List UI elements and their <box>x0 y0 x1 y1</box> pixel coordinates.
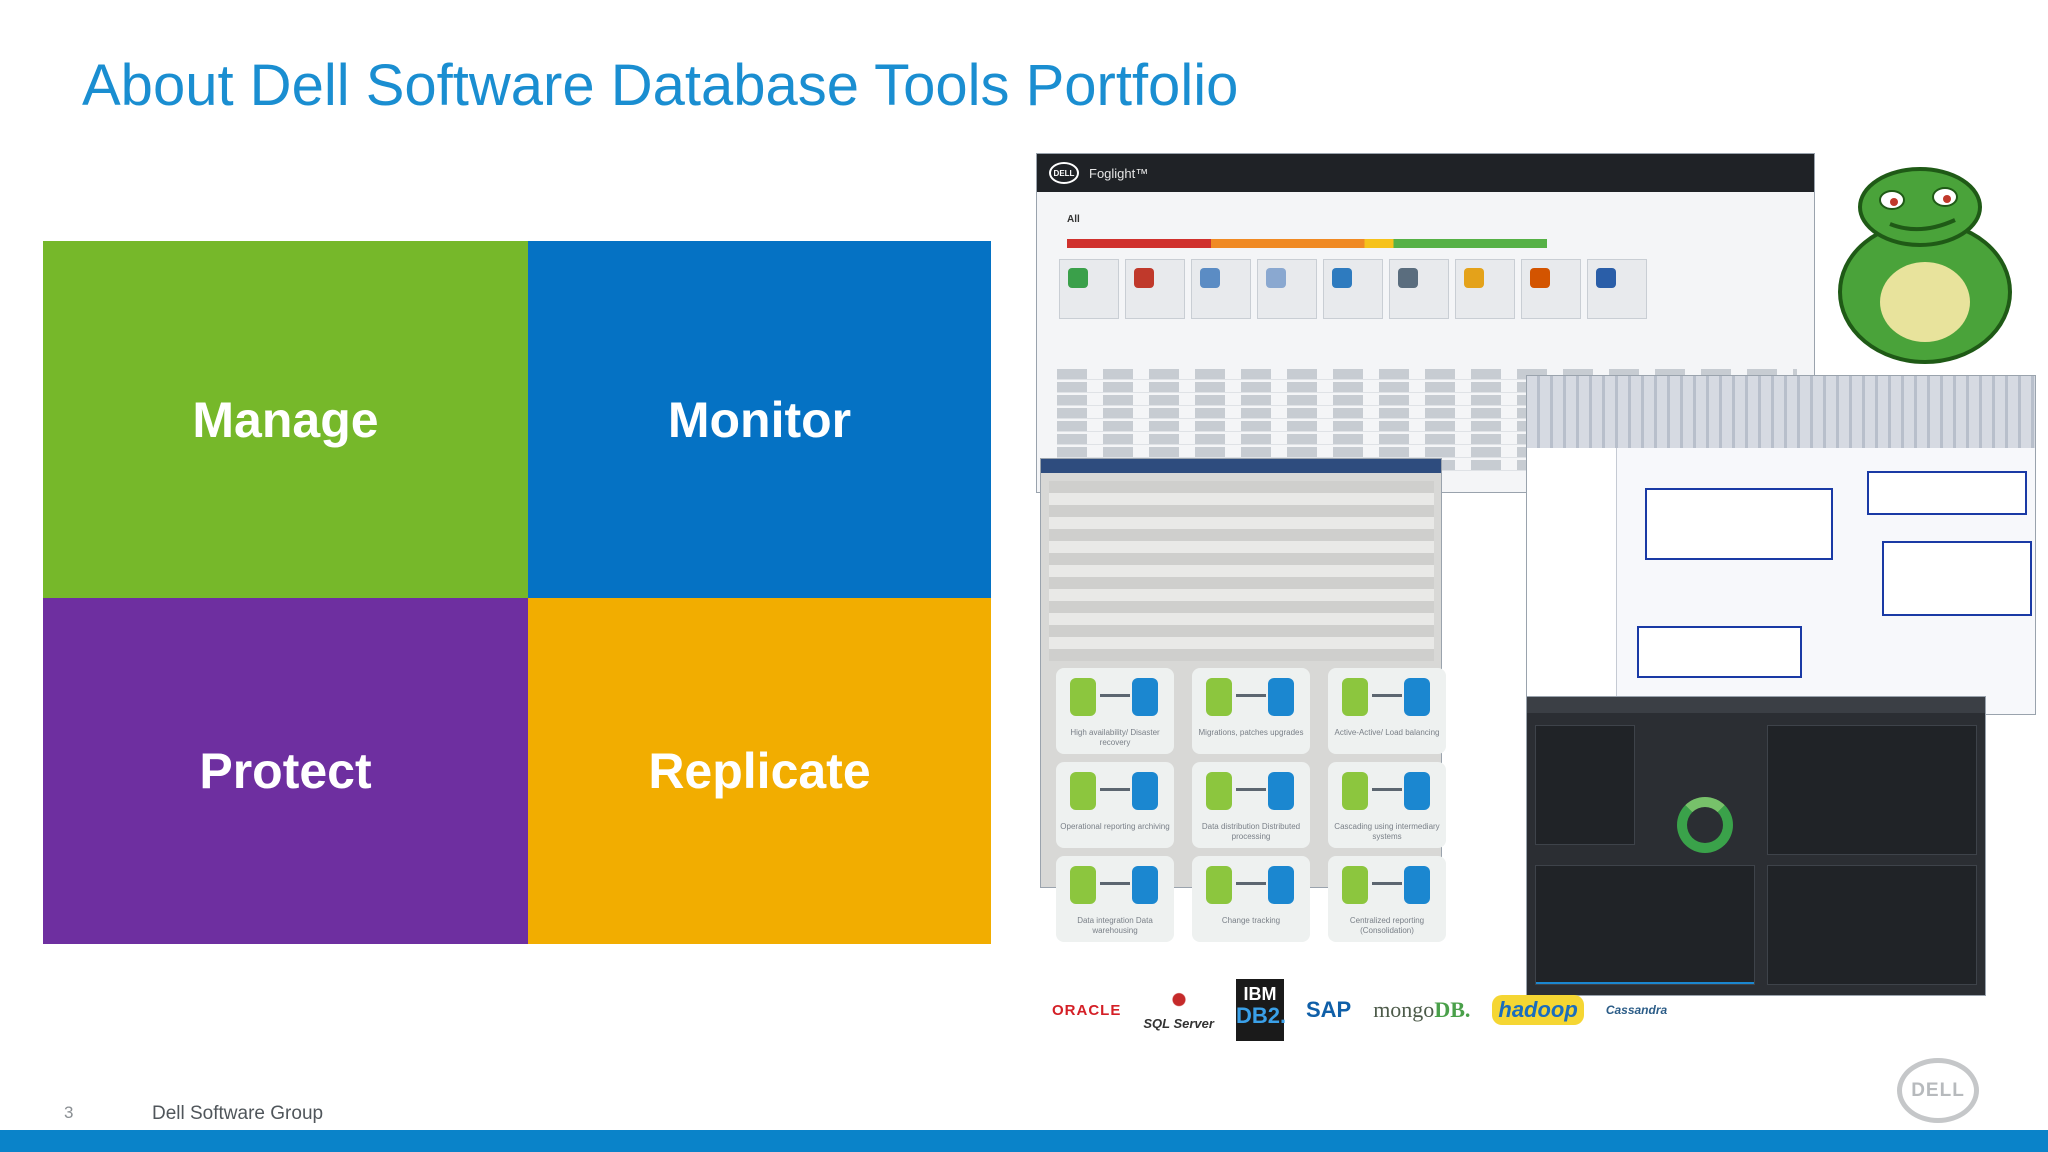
use-case-tile: Data distribution Distributed processing <box>1192 762 1310 848</box>
quadrant-monitor: Monitor <box>528 241 991 598</box>
quadrant-protect: Protect <box>43 598 528 944</box>
oracle-logo: ORACLE <box>1052 1001 1122 1019</box>
use-case-tile: High availability/ Disaster recovery <box>1056 668 1174 754</box>
sql-server-logo: SQL Server <box>1143 989 1214 1031</box>
dashboard-chart-panel <box>1767 865 1977 985</box>
toad-mascot-image <box>1820 152 2030 367</box>
use-case-label: Centralized reporting (Consolidation) <box>1349 916 1425 935</box>
foglight-tile <box>1191 259 1251 319</box>
window-titlebar <box>1041 459 1441 473</box>
use-case-tile: Migrations, patches upgrades <box>1192 668 1310 754</box>
dashboard-chart-panel <box>1535 865 1755 985</box>
table-row <box>1057 434 1797 445</box>
sql-server-logo-text: SQL Server <box>1143 1015 1214 1031</box>
foglight-titlebar: DELL Foglight™ <box>1037 154 1814 192</box>
use-case-label: Change tracking <box>1221 916 1281 925</box>
foglight-tile <box>1059 259 1119 319</box>
sql-server-icon <box>1168 989 1189 1014</box>
slide-title: About Dell Software Database Tools Portf… <box>82 53 1239 118</box>
table-row <box>1057 447 1797 458</box>
use-case-label: Data integration Data warehousing <box>1077 916 1153 935</box>
page-number: 3 <box>64 1103 74 1122</box>
use-case-tile: Change tracking <box>1192 856 1310 942</box>
use-case-label: High availability/ Disaster recovery <box>1070 728 1160 747</box>
use-case-label: Cascading using intermediary systems <box>1334 822 1440 841</box>
table-row <box>1057 382 1797 393</box>
use-case-label: Data distribution Distributed processing <box>1201 822 1301 841</box>
dell-logo: DELL <box>1897 1058 1979 1123</box>
erd-table-box <box>1882 541 2032 616</box>
use-case-tile: Centralized reporting (Consolidation) <box>1328 856 1446 942</box>
erd-table-box <box>1645 488 1833 560</box>
table-row <box>1057 395 1797 406</box>
use-case-label: Active-Active/ Load balancing <box>1334 728 1440 737</box>
status-ring <box>1677 797 1733 853</box>
foglight-tile <box>1257 259 1317 319</box>
quadrant-manage: Manage <box>43 241 528 598</box>
use-case-tile: Data integration Data warehousing <box>1056 856 1174 942</box>
object-tree <box>1527 448 1617 714</box>
use-case-tile: Cascading using intermediary systems <box>1328 762 1446 848</box>
dashboard-tabs <box>1527 697 1985 713</box>
quadrant-protect-label: Protect <box>199 743 372 799</box>
use-case-label: Migrations, patches upgrades <box>1198 728 1304 737</box>
mongodb-logo-suffix: DB. <box>1434 997 1471 1022</box>
quadrant-replicate: Replicate <box>528 598 991 944</box>
dell-small-logo: DELL <box>1049 162 1079 184</box>
product-screenshot-collage: DELL Foglight™ All <box>1036 153 2036 1093</box>
foglight-health-bar <box>1067 239 1547 248</box>
foglight-tile <box>1323 259 1383 319</box>
foglight-tile <box>1455 259 1515 319</box>
quadrant-replicate-label: Replicate <box>648 743 871 799</box>
foglight-tile <box>1389 259 1449 319</box>
erd-table-box <box>1637 626 1802 678</box>
foglight-filter-label: All <box>1067 214 1080 225</box>
footer-text: Dell Software Group <box>152 1103 324 1124</box>
erd-table-box <box>1867 471 2027 515</box>
table-row <box>1057 408 1797 419</box>
foglight-app-name: Foglight™ <box>1089 165 1149 181</box>
mongodb-logo: mongoDB. <box>1373 997 1470 1023</box>
foglight-tile <box>1587 259 1647 319</box>
table-row <box>1057 369 1797 380</box>
toad-erd-screenshot <box>1526 375 2036 715</box>
dashboard-panel <box>1535 725 1635 845</box>
foglight-summary-tiles <box>1059 259 1647 319</box>
config-form <box>1049 481 1434 661</box>
table-row <box>1057 421 1797 432</box>
performance-dashboard-screenshot <box>1526 696 1986 996</box>
hadoop-logo: hadoop <box>1492 995 1584 1025</box>
ibm-logo-text: IBM <box>1243 984 1277 1004</box>
mongodb-logo-prefix: mongo <box>1373 997 1435 1022</box>
db2-logo-text: DB2. <box>1235 1003 1287 1028</box>
capability-grid: Manage Monitor Protect Replicate <box>43 241 991 944</box>
foglight-tile <box>1521 259 1581 319</box>
cassandra-logo: Cassandra <box>1605 1003 1668 1017</box>
use-case-tile: Operational reporting archiving <box>1056 762 1174 848</box>
bottom-bar <box>0 1130 2048 1152</box>
quadrant-manage-label: Manage <box>192 391 379 448</box>
sap-logo: SAP <box>1305 997 1352 1022</box>
toad-toolbar <box>1527 376 2035 448</box>
use-case-label: Operational reporting archiving <box>1060 822 1170 831</box>
foglight-tile <box>1125 259 1185 319</box>
use-case-tile: Active-Active/ Load balancing <box>1328 668 1446 754</box>
dashboard-chart-panel <box>1767 725 1977 855</box>
quadrant-monitor-label: Monitor <box>667 391 852 448</box>
